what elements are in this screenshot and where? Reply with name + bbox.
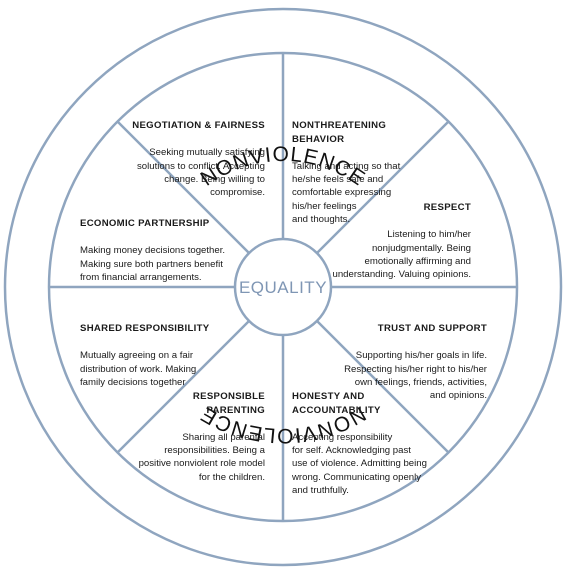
- segment-parenting: RESPONSIBLE PARENTING Sharing all parent…: [139, 377, 265, 498]
- segment-shared: SHARED RESPONSIBILITY Mutually agreeing …: [80, 309, 209, 403]
- spoke-top-right: [316, 121, 449, 254]
- segment-respect-body: Listening to him/her nonjudgmentally. Be…: [332, 229, 472, 281]
- spoke-bottom-right: [316, 320, 449, 453]
- segment-respect-heading: RESPECT: [423, 202, 471, 214]
- center-hub: [233, 237, 333, 337]
- outer-ring: [3, 7, 563, 567]
- segment-honesty-body: Accepting responsibility for self. Ackno…: [292, 431, 427, 497]
- segment-economic: ECONOMIC PARTNERSHIP Making money decisi…: [80, 204, 225, 298]
- segment-economic-heading: ECONOMIC PARTNERSHIP: [80, 218, 210, 230]
- segment-nonthreatening-heading: NONTHREATENING BEHAVIOR: [292, 120, 387, 145]
- center-label: EQUALITY: [239, 278, 327, 297]
- segment-nonthreatening-body: Talking and acting so that he/she feels …: [292, 160, 401, 226]
- segment-trust-heading: TRUST AND SUPPORT: [377, 323, 487, 335]
- segment-trust: TRUST AND SUPPORT Supporting his/her goa…: [344, 309, 487, 416]
- segment-shared-heading: SHARED RESPONSIBILITY: [80, 323, 210, 335]
- segment-negotiation-body: Seeking mutually satisfying solutions to…: [137, 147, 265, 199]
- segment-shared-body: Mutually agreeing on a fair distribution…: [80, 350, 197, 389]
- segment-parenting-heading: RESPONSIBLE PARENTING: [192, 391, 265, 416]
- segment-negotiation: NEGOTIATION & FAIRNESS Seeking mutually …: [132, 106, 265, 213]
- segment-trust-body: Supporting his/her goals in life. Respec…: [344, 350, 487, 402]
- spoke-bottom-left: [117, 320, 250, 453]
- segment-economic-body: Making money decisions together. Making …: [80, 245, 226, 284]
- segment-respect: RESPECT Listening to him/her nonjudgment…: [333, 188, 472, 295]
- segment-honesty: HONESTY AND ACCOUNTABILITY Accepting res…: [292, 377, 427, 511]
- segment-parenting-body: Sharing all parental responsibilities. B…: [138, 431, 265, 483]
- segment-honesty-heading: HONESTY AND ACCOUNTABILITY: [292, 391, 381, 416]
- segment-negotiation-heading: NEGOTIATION & FAIRNESS: [132, 120, 265, 132]
- wheel-spokes: [49, 53, 517, 521]
- segment-nonthreatening: NONTHREATENING BEHAVIOR Talking and acti…: [292, 106, 400, 240]
- spoke-top-left: [117, 121, 250, 254]
